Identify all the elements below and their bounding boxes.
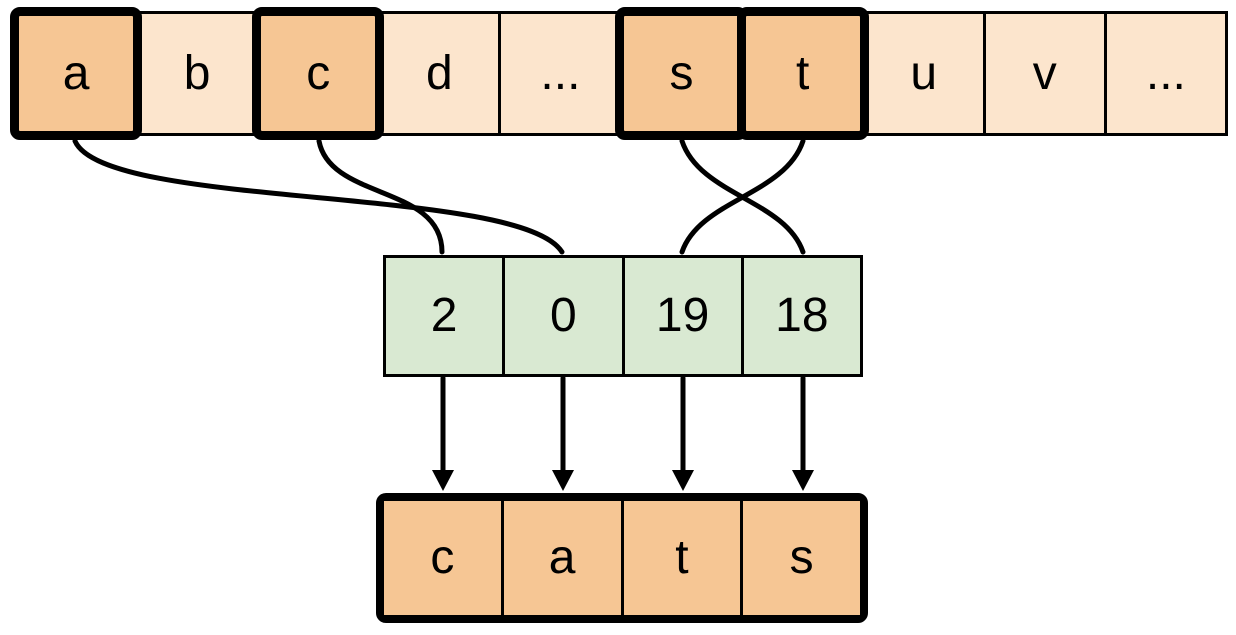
- arrowhead-icon: [672, 470, 694, 491]
- index-cell-2: 2: [386, 258, 506, 374]
- index-cell-label: 0: [550, 289, 577, 342]
- output-cell-label: a: [548, 531, 576, 584]
- arrow-0-to-a: [552, 375, 574, 491]
- index-cell-label: 19: [655, 289, 710, 342]
- output-cell-label: t: [675, 531, 689, 584]
- alphabet-cell-v: v: [985, 14, 1107, 133]
- output-cell-c: c: [384, 501, 504, 615]
- index-cell-19: 19: [624, 258, 744, 374]
- arrow-18-to-s: [792, 375, 814, 491]
- arrow-19-to-t: [672, 375, 694, 491]
- index-cell-label: 2: [430, 289, 458, 342]
- alphabet-cell-label: ...: [540, 46, 581, 100]
- arrow-2-to-c: [432, 375, 454, 491]
- alphabet-cell-label: d: [425, 46, 453, 100]
- alphabet-cell-label: b: [183, 46, 211, 100]
- alphabet-cell-label: s: [669, 46, 694, 100]
- output-cell-label: s: [789, 531, 814, 584]
- alphabet-cell-label: t: [795, 46, 810, 100]
- curve-a-to-0: [72, 138, 565, 255]
- alphabet-cell-b: b: [138, 14, 260, 133]
- alphabet-cell-s: s: [615, 7, 748, 140]
- alphabet-cell-ellipsis-2: ...: [1106, 14, 1225, 133]
- output-cell-a: a: [503, 501, 624, 615]
- alphabet-cell-label: a: [62, 46, 90, 100]
- output-cell-s: s: [743, 501, 860, 615]
- arrowhead-icon: [432, 470, 454, 491]
- curve-t-to-19: [679, 138, 806, 255]
- index-cell-18: 18: [743, 258, 860, 374]
- alphabet-cell-label: ...: [1145, 46, 1186, 100]
- alphabet-cell-c: c: [252, 7, 385, 140]
- index-array: 2 0 19 18: [383, 255, 863, 377]
- alphabet-cell-ellipsis-1: ...: [501, 14, 623, 133]
- alphabet-cell-t: t: [736, 7, 869, 140]
- arrowhead-icon: [552, 470, 574, 491]
- curve-s-to-18: [679, 138, 806, 255]
- output-cell-label: c: [430, 531, 455, 584]
- alphabet-cell-label: v: [1032, 46, 1057, 100]
- alphabet-array: a b c d ... s t u v ...: [9, 7, 1228, 140]
- output-cell-t: t: [623, 501, 744, 615]
- arrowhead-icon: [792, 470, 814, 491]
- alphabet-cell-label: u: [910, 46, 938, 100]
- output-array: c a t s: [376, 493, 868, 623]
- curve-c-to-2: [316, 138, 445, 255]
- alphabet-cell-d: d: [380, 14, 502, 133]
- alphabet-cell-label: c: [306, 46, 331, 100]
- alphabet-cell-a: a: [9, 7, 143, 140]
- index-cell-label: 18: [775, 289, 829, 342]
- index-cell-0: 0: [505, 258, 625, 374]
- alphabet-cell-u: u: [864, 14, 986, 133]
